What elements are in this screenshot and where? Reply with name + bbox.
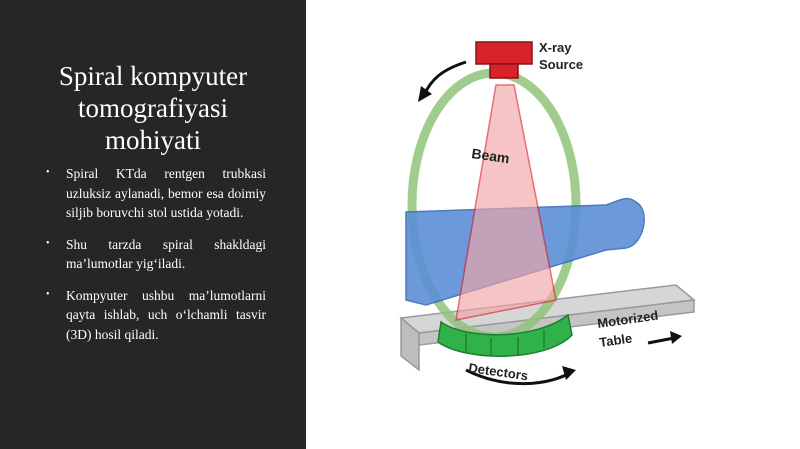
slide-title: Spiral kompyuter tomografiyasi mohiyati	[20, 60, 286, 156]
rotation-arrow-icon	[465, 368, 569, 386]
xray-source	[475, 41, 533, 65]
title-line-1: Spiral kompyuter	[58, 61, 248, 91]
bullet-text: Kompyuter ushbu ma’lumotlarni qayta ishl…	[66, 287, 266, 342]
title-line-2: tomografiyasi	[78, 93, 228, 123]
text-panel	[0, 0, 306, 449]
title-line-3: mohiyati	[105, 125, 201, 155]
beam	[455, 84, 557, 321]
table-front	[400, 316, 420, 372]
source-label-line-2: Source	[539, 57, 583, 72]
bullet-dot-icon: •	[46, 237, 50, 249]
table-direction-arrow-icon	[647, 336, 675, 345]
bullet-list: • Spiral KTda rentgen trubkasi uzluksiz a…	[46, 164, 266, 356]
bullet-item: • Kompyuter ushbu ma’lumotlarni qayta ish…	[46, 286, 266, 345]
bullet-item: • Spiral KTda rentgen trubkasi uzluksiz a…	[46, 164, 266, 223]
beam-label: Beam	[471, 145, 511, 166]
spiral-ct-diagram: X-ray Source Beam Detectors Motorized Ta…	[399, 40, 696, 386]
bullet-dot-icon: •	[46, 288, 50, 300]
rotation-arrowhead-icon	[418, 86, 432, 102]
table-arrowhead-icon	[670, 331, 682, 344]
bullet-dot-icon: •	[46, 167, 50, 178]
rotation-arrowhead-icon	[562, 366, 576, 380]
bullet-text: Spiral KTda rentgen trubkasi uzluksiz ay…	[66, 166, 266, 220]
bullet-item: • Shu tarzda spiral shakldagi ma’lumotlar…	[46, 235, 266, 274]
bullet-text: Shu tarzda spiral shakldagi ma’lumotlar …	[66, 236, 266, 272]
detector-array	[437, 313, 573, 357]
source-label-line-1: X-ray	[539, 40, 572, 55]
table-label-line-2: Table	[598, 331, 633, 350]
xray-source-base	[489, 63, 519, 79]
